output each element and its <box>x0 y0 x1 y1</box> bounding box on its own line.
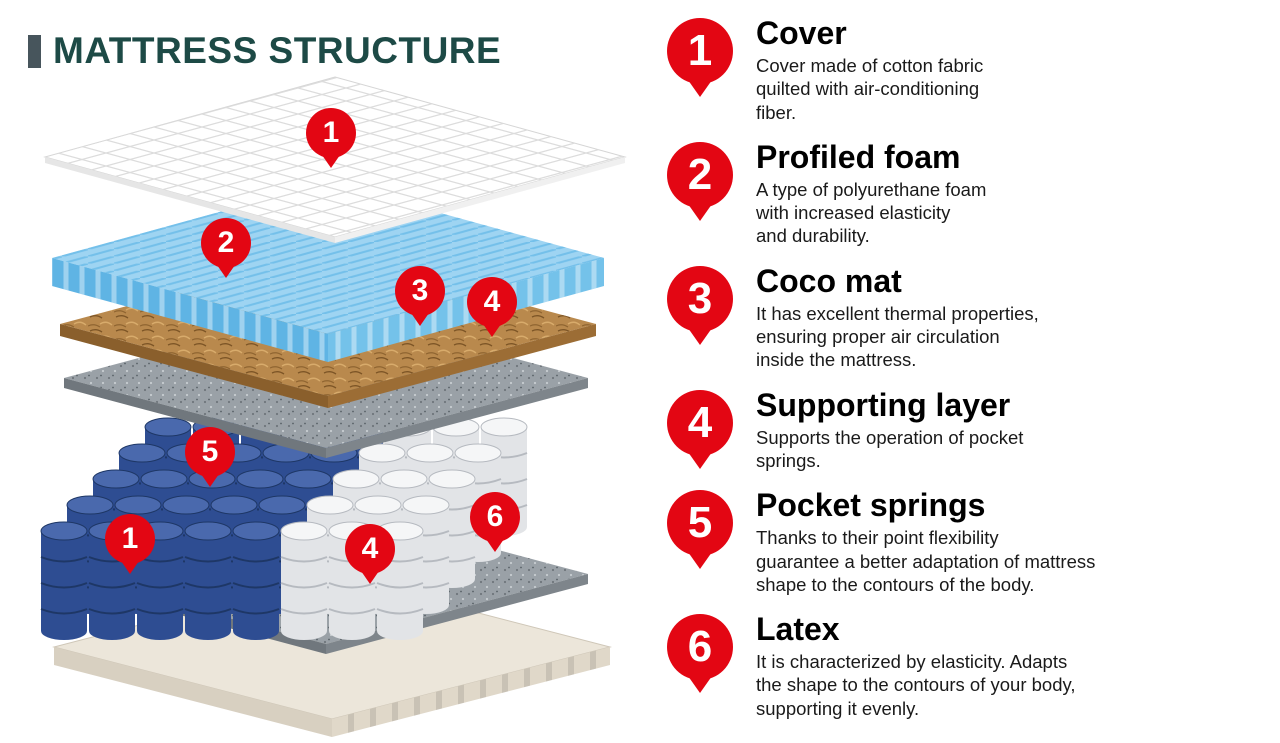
marker-pocket-springs: 5 <box>185 427 235 477</box>
marker-supporting-layer-bottom: 4 <box>345 524 395 574</box>
marker-latex: 6 <box>470 492 520 542</box>
marker-number: 3 <box>411 274 429 307</box>
legend-badge-wrap: 6 <box>664 612 736 720</box>
legend-description: Supports the operation of pocket springs… <box>756 426 1024 471</box>
legend-heading: Pocket springs <box>756 487 986 524</box>
legend-text: Coco mat It has excellent thermal proper… <box>756 264 1039 372</box>
legend-description: It has excellent thermal properties, ens… <box>756 302 1039 371</box>
legend-item-profiled-foam: 2 Profiled foam A type of polyurethane f… <box>664 140 1274 248</box>
legend-number-badge: 4 <box>667 389 733 456</box>
legend-number-badge: 6 <box>667 614 733 681</box>
legend-number-badge: 2 <box>667 141 733 208</box>
legend-description: Thanks to their point flexibility guaran… <box>756 527 1096 595</box>
legend-description: A type of polyurethane foam with increas… <box>756 178 987 247</box>
legend-item-latex: 6 Latex It is characterized by elasticit… <box>664 612 1274 720</box>
marker-profiled-foam: 2 <box>201 218 251 268</box>
legend-number-badge: 5 <box>667 490 733 557</box>
legend-item-supporting-layer: 4 Supporting layer Supports the operatio… <box>664 388 1274 473</box>
marker-supporting-layer: 4 <box>467 277 517 327</box>
legend-badge-wrap: 1 <box>664 16 736 124</box>
page-title: MATTRESS STRUCTURE <box>53 30 502 71</box>
legend-badge-wrap: 3 <box>664 264 736 372</box>
legend-number: 5 <box>687 498 713 548</box>
legend-text: Latex It is characterized by elasticity.… <box>756 612 1076 720</box>
legend-text: Cover Cover made of cotton fabric quilte… <box>756 16 983 124</box>
legend-item-coco-mat: 3 Coco mat It has excellent thermal prop… <box>664 264 1274 372</box>
legend-number-badge: 1 <box>667 18 733 84</box>
marker-number: 6 <box>486 500 504 533</box>
marker-number: 1 <box>322 116 340 149</box>
legend-heading: Coco mat <box>756 262 902 299</box>
marker-cover: 1 <box>306 108 356 158</box>
legend-heading: Cover <box>756 15 847 51</box>
legend-badge-wrap: 2 <box>664 140 736 248</box>
marker-number: 1 <box>121 522 139 555</box>
legend-item-cover: 1 Cover Cover made of cotton fabric quil… <box>664 16 1274 124</box>
legend-text: Pocket springs Thanks to their point fle… <box>756 488 1095 596</box>
legend: 1 Cover Cover made of cotton fabric quil… <box>664 4 1274 736</box>
legend-badge-wrap: 4 <box>664 388 736 473</box>
legend-item-pocket-springs: 5 Pocket springs Thanks to their point f… <box>664 488 1274 596</box>
title-accent-bar <box>28 34 41 68</box>
marker-number: 5 <box>201 435 219 468</box>
legend-heading: Latex <box>756 611 840 648</box>
layer-profiled-foam <box>52 182 604 362</box>
marker-cover-bottom: 1 <box>105 514 155 564</box>
mattress-diagram <box>40 76 627 737</box>
marker-number: 4 <box>361 532 379 565</box>
legend-number: 6 <box>687 622 713 672</box>
legend-number: 2 <box>687 149 713 199</box>
marker-number: 2 <box>217 226 235 259</box>
legend-text: Supporting layer Supports the operation … <box>756 388 1023 473</box>
legend-heading: Profiled foam <box>756 138 961 175</box>
legend-description: It is characterized by elasticity. Adapt… <box>756 651 1076 719</box>
legend-number: 3 <box>687 273 713 323</box>
page-title-block: MATTRESS STRUCTURE <box>28 30 501 72</box>
legend-number-badge: 3 <box>667 265 733 332</box>
legend-number: 4 <box>687 397 713 447</box>
marker-coco-mat: 3 <box>395 266 445 316</box>
legend-number: 1 <box>687 26 713 75</box>
legend-text: Profiled foam A type of polyurethane foa… <box>756 140 986 248</box>
marker-number: 4 <box>483 285 501 318</box>
legend-badge-wrap: 5 <box>664 488 736 596</box>
legend-heading: Supporting layer <box>756 386 1011 423</box>
legend-description: Cover made of cotton fabric quilted with… <box>756 55 984 123</box>
